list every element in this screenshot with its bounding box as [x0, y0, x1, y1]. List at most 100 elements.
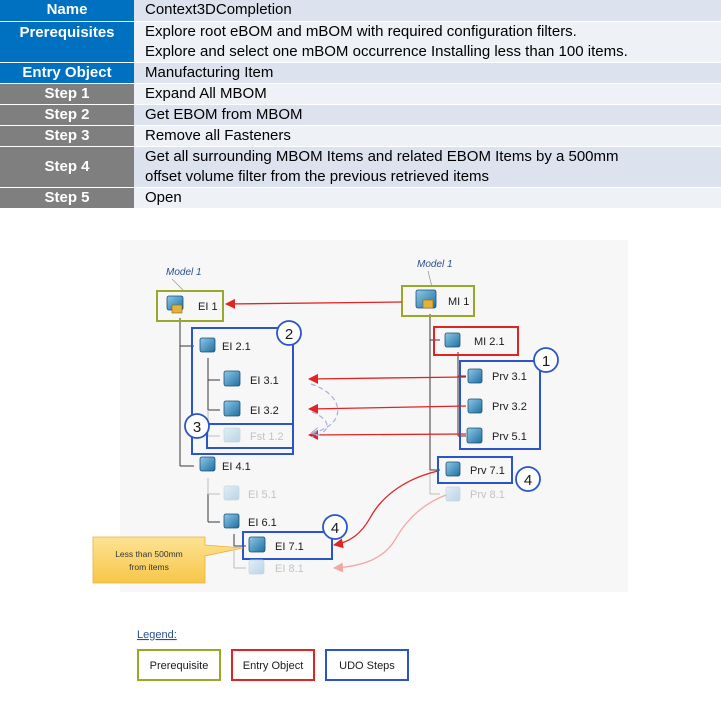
row-label: Step 3	[0, 125, 134, 147]
svg-text:2: 2	[285, 326, 293, 343]
row-label: Step 2	[0, 104, 134, 126]
row-value: Get all surrounding MBOM Items and relat…	[134, 146, 721, 188]
item-label-ei21: EI 2.1	[222, 341, 251, 353]
row-value: Expand All MBOM	[134, 83, 721, 105]
udo-step4-mbom-box	[437, 456, 513, 484]
link-arrow-prv32-ei32	[308, 403, 467, 414]
legend-title: Legend:	[137, 629, 177, 641]
row-step-1: Step 1 Expand All MBOM	[0, 83, 721, 105]
model-pointer	[427, 270, 433, 288]
manufacturing-assembly-icon	[415, 289, 437, 309]
row-value: Context3DCompletion	[134, 0, 721, 22]
entry-object-box-mi21	[433, 326, 519, 356]
row-label: Name	[0, 0, 134, 22]
model-pointer	[171, 278, 185, 292]
row-step-4: Step 4 Get all surrounding MBOM Items an…	[0, 146, 721, 188]
link-arrow-prv31-ei31	[308, 373, 467, 384]
link-arrow-mi1-ei1	[225, 298, 403, 309]
part-icon	[223, 400, 241, 417]
row-value: Open	[134, 187, 721, 209]
svg-text:3: 3	[193, 419, 201, 436]
step-badge-4-mbom: 4	[515, 466, 541, 492]
svg-text:4: 4	[331, 520, 339, 537]
row-step-3: Step 3 Remove all Fasteners	[0, 125, 721, 147]
item-label-ei51: EI 5.1	[248, 489, 277, 501]
mbom-faded-tree-lines	[429, 470, 440, 495]
part-icon	[248, 536, 266, 553]
fastener-icon-faded	[223, 427, 241, 443]
step-badge-1: 1	[533, 347, 559, 373]
row-label: Step 5	[0, 187, 134, 209]
provided-part-icon	[467, 398, 483, 414]
link-arrow-prv71-ei71	[333, 470, 439, 549]
part-icon	[199, 337, 216, 353]
manufacturing-item-icon	[444, 332, 461, 348]
svg-text:1: 1	[542, 353, 550, 370]
udo-step1-box	[459, 360, 541, 450]
item-label-ei41: EI 4.1	[222, 461, 251, 473]
udo-step4-ebom-box	[242, 531, 333, 560]
volume-note-callout: Less than 500mm from items	[92, 536, 244, 584]
row-name: Name Context3DCompletion	[0, 0, 721, 22]
legend-label: Prerequisite	[150, 660, 209, 672]
row-value: Manufacturing Item	[134, 62, 721, 84]
item-label-ei32: EI 3.2	[250, 405, 279, 417]
ebom-tree-lines	[179, 318, 246, 568]
legend-prerequisite: Prerequisite	[137, 649, 221, 681]
product-icon	[166, 295, 184, 314]
item-label-prv32: Prv 3.2	[492, 401, 527, 413]
row-label: Step 1	[0, 83, 134, 105]
legend-label: Entry Object	[243, 660, 304, 672]
row-label: Step 4	[0, 146, 134, 188]
row-value: Get EBOM from MBOM	[134, 104, 721, 126]
legend-udo-steps: UDO Steps	[325, 649, 409, 681]
note-text-line2: from items	[129, 562, 169, 572]
item-label-prv31: Prv 3.1	[492, 371, 527, 383]
item-label-ei61: EI 6.1	[248, 517, 277, 529]
item-label-fst12: Fst 1.2	[250, 431, 284, 443]
row-value: Remove all Fasteners	[134, 125, 721, 147]
item-label-prv51: Prv 5.1	[492, 431, 527, 443]
prerequisite-box-ei1	[156, 290, 224, 322]
row-step-2: Step 2 Get EBOM from MBOM	[0, 104, 721, 126]
provided-part-icon-faded	[445, 486, 461, 502]
legend-label: UDO Steps	[339, 660, 395, 672]
row-prerequisites: Prerequisites Explore root eBOM and mBOM…	[0, 21, 721, 63]
row-entry-object: Entry Object Manufacturing Item	[0, 62, 721, 84]
model-label-ebom: Model 1	[166, 267, 202, 278]
link-arrow-prv81-ei81	[333, 494, 447, 573]
link-arrow-prv51-fst12	[308, 429, 467, 440]
model-label-mbom: Model 1	[417, 259, 453, 270]
step-badge-2: 2	[276, 320, 302, 346]
row-value: Explore root eBOM and mBOM with required…	[134, 21, 721, 63]
item-label-mi1: MI 1	[448, 296, 469, 308]
part-icon	[223, 513, 240, 529]
part-icon	[199, 456, 216, 472]
specification-table: Name Context3DCompletion Prerequisites E…	[0, 0, 721, 209]
part-icon-faded	[223, 485, 240, 501]
item-label-prv71: Prv 7.1	[470, 465, 505, 477]
note-text-line1: Less than 500mm	[115, 549, 183, 559]
provided-part-icon	[467, 368, 483, 384]
part-icon-faded	[248, 559, 265, 575]
item-label-prv81: Prv 8.1	[470, 489, 505, 501]
udo-step2-box	[191, 327, 294, 455]
item-label-ei31: EI 3.1	[250, 375, 279, 387]
row-step-5: Step 5 Open	[0, 187, 721, 209]
provided-part-icon	[466, 427, 483, 444]
provided-part-icon	[445, 461, 461, 477]
prerequisite-box-mi1	[401, 285, 475, 317]
dashed-arc-step3	[311, 383, 339, 433]
step-badge-3: 3	[184, 413, 210, 439]
part-icon	[223, 370, 241, 387]
legend-entry-object: Entry Object	[231, 649, 315, 681]
udo-step3-box	[206, 423, 294, 449]
row-label: Entry Object	[0, 62, 134, 84]
dashed-arc-step3-inner	[311, 411, 328, 438]
svg-text:4: 4	[524, 472, 532, 489]
item-label-ei71: EI 7.1	[275, 541, 304, 553]
item-label-ei81: EI 8.1	[275, 563, 304, 575]
step-badge-4-ebom: 4	[322, 514, 348, 540]
item-label-mi21: MI 2.1	[474, 336, 505, 348]
